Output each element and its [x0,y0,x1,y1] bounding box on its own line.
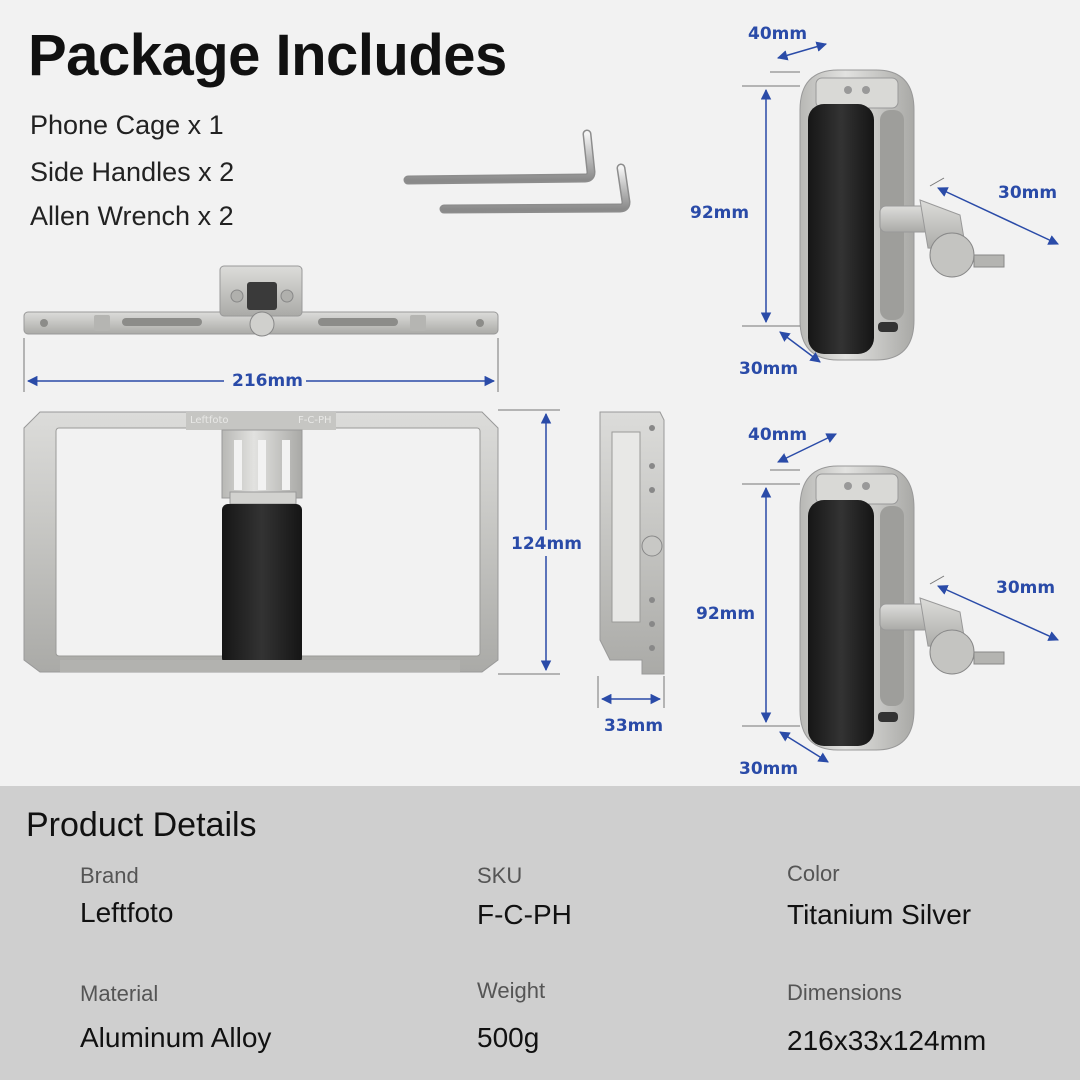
cage-top-rail [23,265,499,337]
dimensions-value: 216x33x124mm [787,1025,987,1056]
dimensions-label: Dimensions [787,980,902,1005]
handle-1-dimensions [742,41,1059,363]
dim-label-handle2-arm: 30mm [996,578,1056,598]
phone-cage-side [599,411,665,675]
dim-label-handle1-base: 30mm [739,359,799,379]
dim-label-cage-height: 124mm [511,534,582,554]
package-item-allen-wrench: Allen Wrench x 2 [30,201,234,231]
cage-brand-engraving: Leftfoto [190,415,229,426]
details-title: Product Details [26,806,257,844]
sku-value: F-C-PH [477,899,572,930]
brand-value: Leftfoto [80,897,174,928]
cage-model-engraving: F-C-PH [298,415,332,426]
weight-label: Weight [477,978,546,1003]
handle-2-dimensions [742,433,1059,763]
package-item-side-handles: Side Handles x 2 [30,157,235,187]
dim-label-handle2-top: 40mm [748,425,808,445]
allen-wrench-2 [439,163,631,214]
allen-wrench-1 [403,129,596,185]
brand-label: Brand [80,863,139,888]
product-illustration: Leftfoto F-C-PH [23,41,1059,763]
cage-depth-dimension [597,676,665,708]
cage-width-dimension [23,338,499,392]
package-item-phone-cage: Phone Cage x 1 [30,110,224,140]
color-label: Color [787,861,840,886]
package-title: Package Includes [28,23,507,88]
side-handle-1 [799,69,1005,361]
details-section [0,786,1080,1080]
weight-value: 500g [477,1022,540,1053]
dim-label-handle1-arm: 30mm [998,183,1058,203]
material-value: Aluminum Alloy [80,1022,272,1053]
phone-cage-front: Leftfoto F-C-PH [23,411,499,673]
side-handle-2 [799,465,1005,751]
dim-label-cage-depth: 33mm [604,716,664,736]
cage-height-dimension [498,409,560,675]
dim-label-handle2-base: 30mm [739,759,799,779]
sku-label: SKU [477,863,523,888]
dim-label-handle1-height: 92mm [690,203,750,223]
dim-label-handle1-top: 40mm [748,24,808,44]
color-value: Titanium Silver [787,899,972,930]
dim-label-handle2-height: 92mm [696,604,756,624]
material-label: Material [80,981,159,1006]
dim-label-cage-width: 216mm [232,371,303,391]
